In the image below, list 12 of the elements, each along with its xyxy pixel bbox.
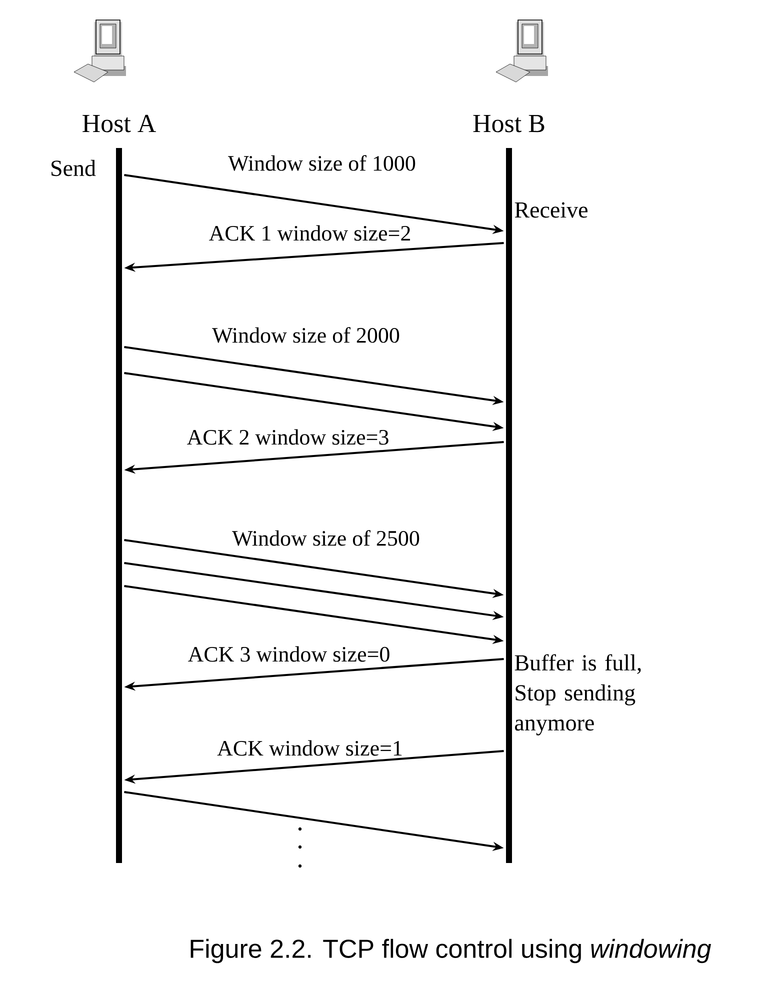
edge-label: ACK 2 window size=3 xyxy=(186,428,390,446)
edge-label: ACK window size=1 xyxy=(216,739,404,757)
buffer-note: Buffer is full, Stop sending anymore xyxy=(514,654,641,736)
edge-label: Window size of 2500 xyxy=(231,529,421,547)
node-label: Host A xyxy=(82,114,156,132)
caption: Figure 2.2. TCP flow control using windowing xyxy=(190,938,712,964)
edge-label: ACK 1 window size=2 xyxy=(208,224,412,242)
receive-label: Receive xyxy=(514,202,588,218)
edge-label: Window size of 2000 xyxy=(211,326,401,344)
edge-label: ACK 3 window size=0 xyxy=(186,645,392,663)
node-label: Host B xyxy=(473,114,544,132)
edge-label: Window size of 1000 xyxy=(227,154,417,172)
